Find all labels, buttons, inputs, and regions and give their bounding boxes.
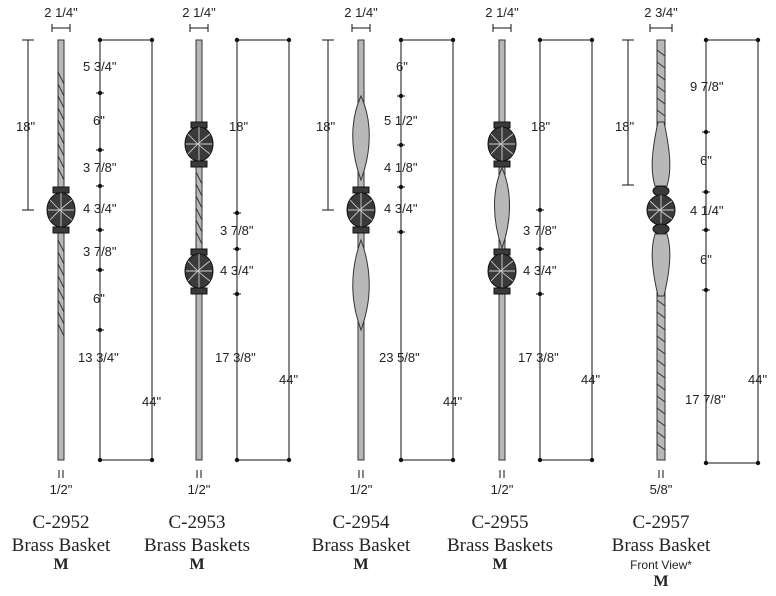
collar-bottom: [493, 160, 511, 168]
collar-bottom: [493, 287, 511, 295]
product-name: Brass Baskets: [144, 535, 250, 556]
segment-label: 5 3/4": [83, 59, 117, 74]
baluster-c-2955: 2 1/4" 18" 3 7/8" 4 3/4" 17 3/8" 44" 1/2…: [447, 5, 600, 573]
collar-top: [52, 186, 70, 194]
segment-label: 3 7/8": [83, 244, 117, 259]
product-name: Brass Basket: [312, 535, 411, 556]
collar-bottom: [190, 287, 208, 295]
product-code: C-2952: [33, 512, 90, 533]
segment-label: 17 3/8": [215, 350, 256, 365]
segment-label: 3 7/8": [83, 160, 117, 175]
product-code: C-2954: [333, 512, 391, 533]
product-name: Brass Basket: [612, 535, 711, 556]
segment-label: 6": [396, 59, 408, 74]
segment-label: 6": [93, 291, 105, 306]
product-code: C-2957: [633, 512, 690, 533]
ribbon-twist-lower: [352, 238, 370, 332]
segment-label: 5 1/2": [384, 113, 418, 128]
segment-label: 6": [93, 113, 105, 128]
total-height-label: 44": [443, 394, 462, 409]
twist-section-upper: [57, 71, 65, 181]
product-mark: M: [492, 556, 507, 573]
product-mark: M: [189, 556, 204, 573]
top-width-label: 2 1/4": [485, 5, 519, 20]
baluster-c-2953: 2 1/4" 18" 3 7/8" 4 3/4" 17 3/8" 44" 1/2…: [144, 5, 298, 573]
height-18-label: 18": [16, 119, 35, 134]
collar-bottom: [652, 223, 670, 235]
collar-top: [352, 186, 370, 194]
segment-label: 17 7/8": [685, 392, 726, 407]
segment-label: 4 1/8": [384, 160, 418, 175]
top-width-label: 2 1/4": [344, 5, 378, 20]
product-mark: M: [53, 556, 68, 573]
product-mark: M: [653, 573, 668, 590]
baluster-bar: [57, 39, 65, 461]
segment-label: 4 1/4": [690, 203, 724, 218]
segment-label: 4 3/4": [523, 263, 557, 278]
segment-label: 13 3/4": [78, 350, 119, 365]
bottom-size-label: 1/2": [188, 482, 211, 497]
hammered-texture: [656, 49, 666, 451]
product-code: C-2953: [169, 512, 226, 533]
view-note: Front View*: [630, 558, 692, 572]
top-width-label: 2 3/4": [644, 5, 678, 20]
top-width-label: 2 1/4": [44, 5, 78, 20]
total-height-label: 44": [142, 394, 161, 409]
twist-section-lower: [57, 239, 65, 337]
top-width-label: 2 1/4": [182, 5, 216, 20]
bottom-size-label: 1/2": [350, 482, 373, 497]
tapered-upper: [651, 121, 671, 187]
total-height-label: 44": [581, 372, 600, 387]
segment-label: 6": [700, 252, 712, 267]
segment-label: 4 3/4": [220, 263, 254, 278]
segment-label: 3 7/8": [523, 223, 557, 238]
baluster-c-2954: 2 1/4" 18" 6" 5 1/2" 4 1/8" 4 3/4" 23 5/…: [312, 5, 463, 573]
segment-label: 9 7/8": [690, 79, 724, 94]
segment-label: 4 3/4": [83, 201, 117, 216]
baluster-c-2957: 2 3/4" 18" 9 7/8" 6" 4 1/4" 6" 17 7/8" 4…: [612, 5, 768, 590]
height-18-label: 18": [316, 119, 335, 134]
collar-bottom: [52, 226, 70, 234]
tapered-lower: [651, 233, 671, 297]
total-height-label: 44": [279, 372, 298, 387]
product-mark: M: [353, 556, 368, 573]
ribbon-twist-upper: [352, 94, 370, 182]
ribbon-twist: [494, 166, 510, 250]
segment-label: 4 3/4": [384, 201, 418, 216]
segment-label: 17 3/8": [518, 350, 559, 365]
segment-label: 3 7/8": [220, 223, 254, 238]
segment-label: 18": [229, 119, 248, 134]
product-name: Brass Basket: [12, 535, 111, 556]
twist-section: [195, 171, 203, 245]
height-18-label: 18": [615, 119, 634, 134]
product-code: C-2955: [472, 512, 529, 533]
segment-label: 23 5/8": [379, 350, 420, 365]
collar-bottom: [352, 226, 370, 234]
baluster-c-2952: 2 1/4" 18" 5 3/4" 6" 3 7/8" 4 3/4" 3 7/8…: [12, 5, 162, 573]
bottom-size-label: 1/2": [491, 482, 514, 497]
segment-label: 18": [531, 119, 550, 134]
bottom-size-label: 1/2": [50, 482, 73, 497]
product-name: Brass Baskets: [447, 535, 553, 556]
segment-label: 6": [700, 153, 712, 168]
total-height-label: 44": [748, 372, 767, 387]
bottom-size-label: 5/8": [650, 482, 673, 497]
collar-bottom: [190, 160, 208, 168]
